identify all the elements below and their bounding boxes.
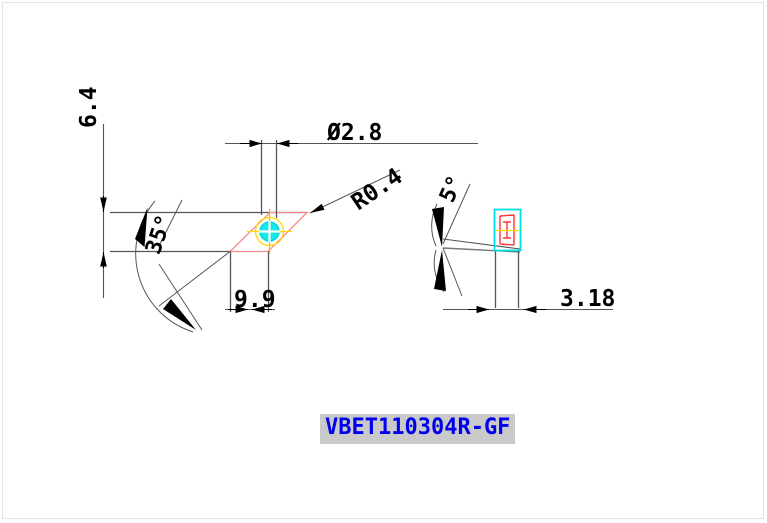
part-number-label[interactable]: VBET110304R-GF	[320, 414, 516, 444]
dimension-label-3-18: 3.18	[560, 286, 616, 312]
dim-5-ext-lower	[442, 247, 463, 297]
dimension-r0-4	[309, 169, 401, 214]
dimension-label-9-9: 9.9	[234, 287, 276, 313]
dim-5-ext-upper	[442, 183, 471, 245]
dimension-angle-5	[431, 183, 471, 297]
dim-35-ext-upper	[158, 199, 183, 247]
top-view-geometry	[110, 140, 309, 312]
dim-35-ext-lower	[158, 263, 203, 331]
dimension-angle-35	[135, 199, 203, 333]
dim-5-arc-upper	[431, 203, 438, 247]
side-top-rake-line	[442, 238, 521, 250]
hole-countersink-arc	[254, 216, 285, 247]
dimension-label-hole-diameter: Ø2.8	[327, 120, 383, 146]
side-view-geometry	[442, 208, 522, 308]
flank-diagonal-line	[158, 251, 231, 307]
dim-35-arrow-upper	[135, 207, 148, 247]
dim-5-arrow-upper	[432, 207, 444, 247]
dimension-label-6-4: 6.4	[76, 86, 102, 128]
side-detail-cyan-box	[493, 208, 522, 252]
dim-5-arrow-lower	[434, 250, 446, 291]
dim-35-arrow-lower	[163, 299, 196, 330]
dim-r04-leader-line	[309, 169, 401, 214]
